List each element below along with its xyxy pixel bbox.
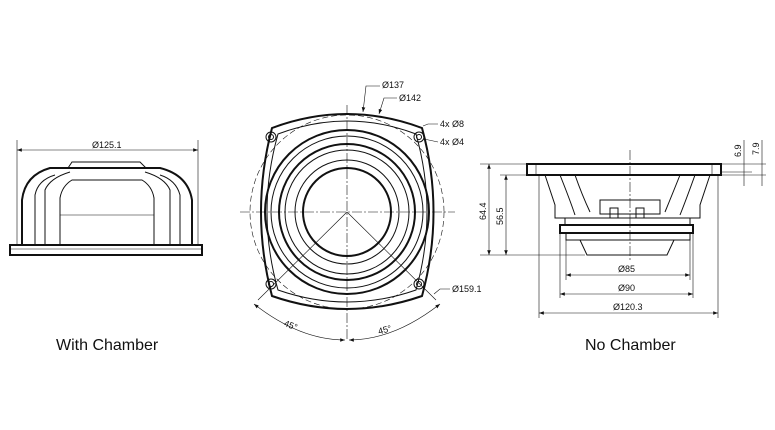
dim-diameter-142: Ø142 — [399, 93, 421, 103]
dim-diameter-90: Ø90 — [618, 283, 635, 293]
angle-right: 45° — [377, 323, 393, 336]
caption-with-chamber: With Chamber — [56, 337, 159, 354]
side-view-no-chamber: 64.4 56.5 6.9 7.9 Ø85 Ø90 Ø120.3 No Cham… — [478, 140, 766, 354]
front-view: Ø137 Ø142 4x Ø8 4x Ø4 Ø159.1 45° 45° — [240, 80, 482, 342]
dim-diameter-137: Ø137 — [382, 80, 404, 90]
dim-diameter-120: Ø120.3 — [613, 302, 643, 312]
dim-height-56: 56.5 — [495, 207, 505, 225]
dim-diameter-159: Ø159.1 — [452, 284, 482, 294]
dim-holes-4: 4x Ø4 — [440, 137, 464, 147]
dim-height-64: 64.4 — [478, 202, 488, 220]
dim-height-7-9: 7.9 — [751, 142, 761, 155]
side-view-with-chamber: Ø125.1 With Chamber — [9, 140, 203, 354]
dim-diameter-125: Ø125.1 — [92, 140, 122, 150]
angle-left: 45° — [283, 318, 300, 332]
mounting-holes — [265, 131, 425, 290]
dim-height-6-9: 6.9 — [733, 144, 743, 157]
dim-holes-8: 4x Ø8 — [440, 119, 464, 129]
dim-diameter-85: Ø85 — [618, 264, 635, 274]
caption-no-chamber: No Chamber — [585, 337, 676, 354]
